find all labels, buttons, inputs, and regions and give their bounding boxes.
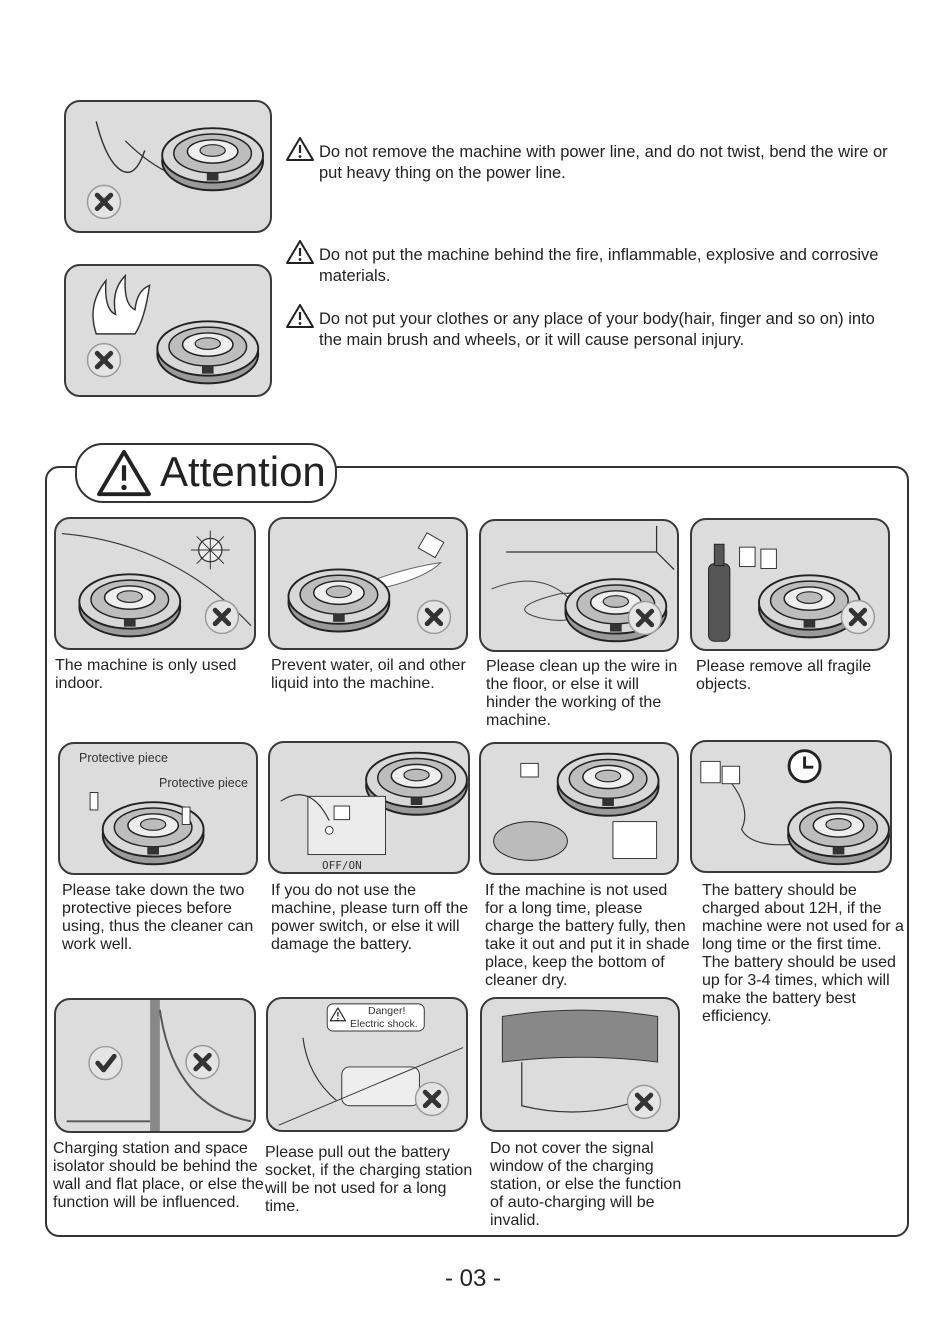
warning-icon <box>285 136 315 162</box>
warning-text: Do not put the machine behind the fire, … <box>319 246 879 285</box>
illustration-liquid <box>268 517 468 650</box>
warning-icon <box>285 239 315 265</box>
illustration-protective-pieces: Protective piece Protective piece <box>58 742 258 875</box>
illustration-fire <box>64 264 272 397</box>
caption-indoor: The machine is only used indoor. <box>55 657 237 692</box>
warning-icon <box>95 448 153 498</box>
warning-text: Do not remove the machine with power lin… <box>319 143 888 182</box>
illustration-battery-storage <box>479 742 679 875</box>
illustration-station-placement <box>54 998 256 1133</box>
danger-label: Danger! <box>368 1005 406 1017</box>
warning-icon <box>285 303 315 329</box>
protective-piece-label: Protective piece <box>79 751 168 765</box>
page-number: - 03 - <box>444 1265 501 1292</box>
caption-signal-window: Do not cover the signal window of the ch… <box>490 1140 682 1229</box>
illustration-indoor <box>54 517 256 650</box>
attention-frame <box>45 466 909 1237</box>
illustration-power-switch: OFF/ON <box>268 741 470 874</box>
protective-piece-label: Protective piece <box>159 776 248 790</box>
illustration-unplug: Danger! Electric shock. <box>266 997 468 1132</box>
caption-liquid: Prevent water, oil and other liquid into… <box>271 657 466 692</box>
illustration-wire <box>479 519 679 652</box>
warning-text: Do not put your clothes or any place of … <box>319 310 875 349</box>
caption-power-switch: If you do not use the machine, please tu… <box>271 882 469 953</box>
attention-title: Attention <box>160 448 326 495</box>
caption-charging-time: The battery should be charged about 12H,… <box>702 882 904 1025</box>
illustration-fragile <box>690 518 890 651</box>
caption-battery-storage: If the machine is not used for a long ti… <box>485 882 690 989</box>
illustration-signal-window <box>480 997 680 1132</box>
caption-fragile: Please remove all fragile objects. <box>696 658 872 693</box>
caption-protective-pieces: Please take down the two protective piec… <box>62 882 254 953</box>
warning-fire: Do not put the machine behind the fire, … <box>285 239 899 287</box>
illustration-power-line <box>64 100 272 233</box>
warning-power-line: Do not remove the machine with power lin… <box>285 136 899 184</box>
off-on-label: OFF/ON <box>322 859 362 872</box>
caption-station-placement: Charging station and space isolator shou… <box>53 1140 264 1211</box>
illustration-charging-time <box>690 740 892 873</box>
warning-body: Do not put your clothes or any place of … <box>285 303 899 351</box>
caption-unplug: Please pull out the battery socket, if t… <box>265 1144 473 1215</box>
danger-label: Electric shock. <box>350 1018 418 1030</box>
caption-wire: Please clean up the wire in the floor, o… <box>486 658 678 729</box>
